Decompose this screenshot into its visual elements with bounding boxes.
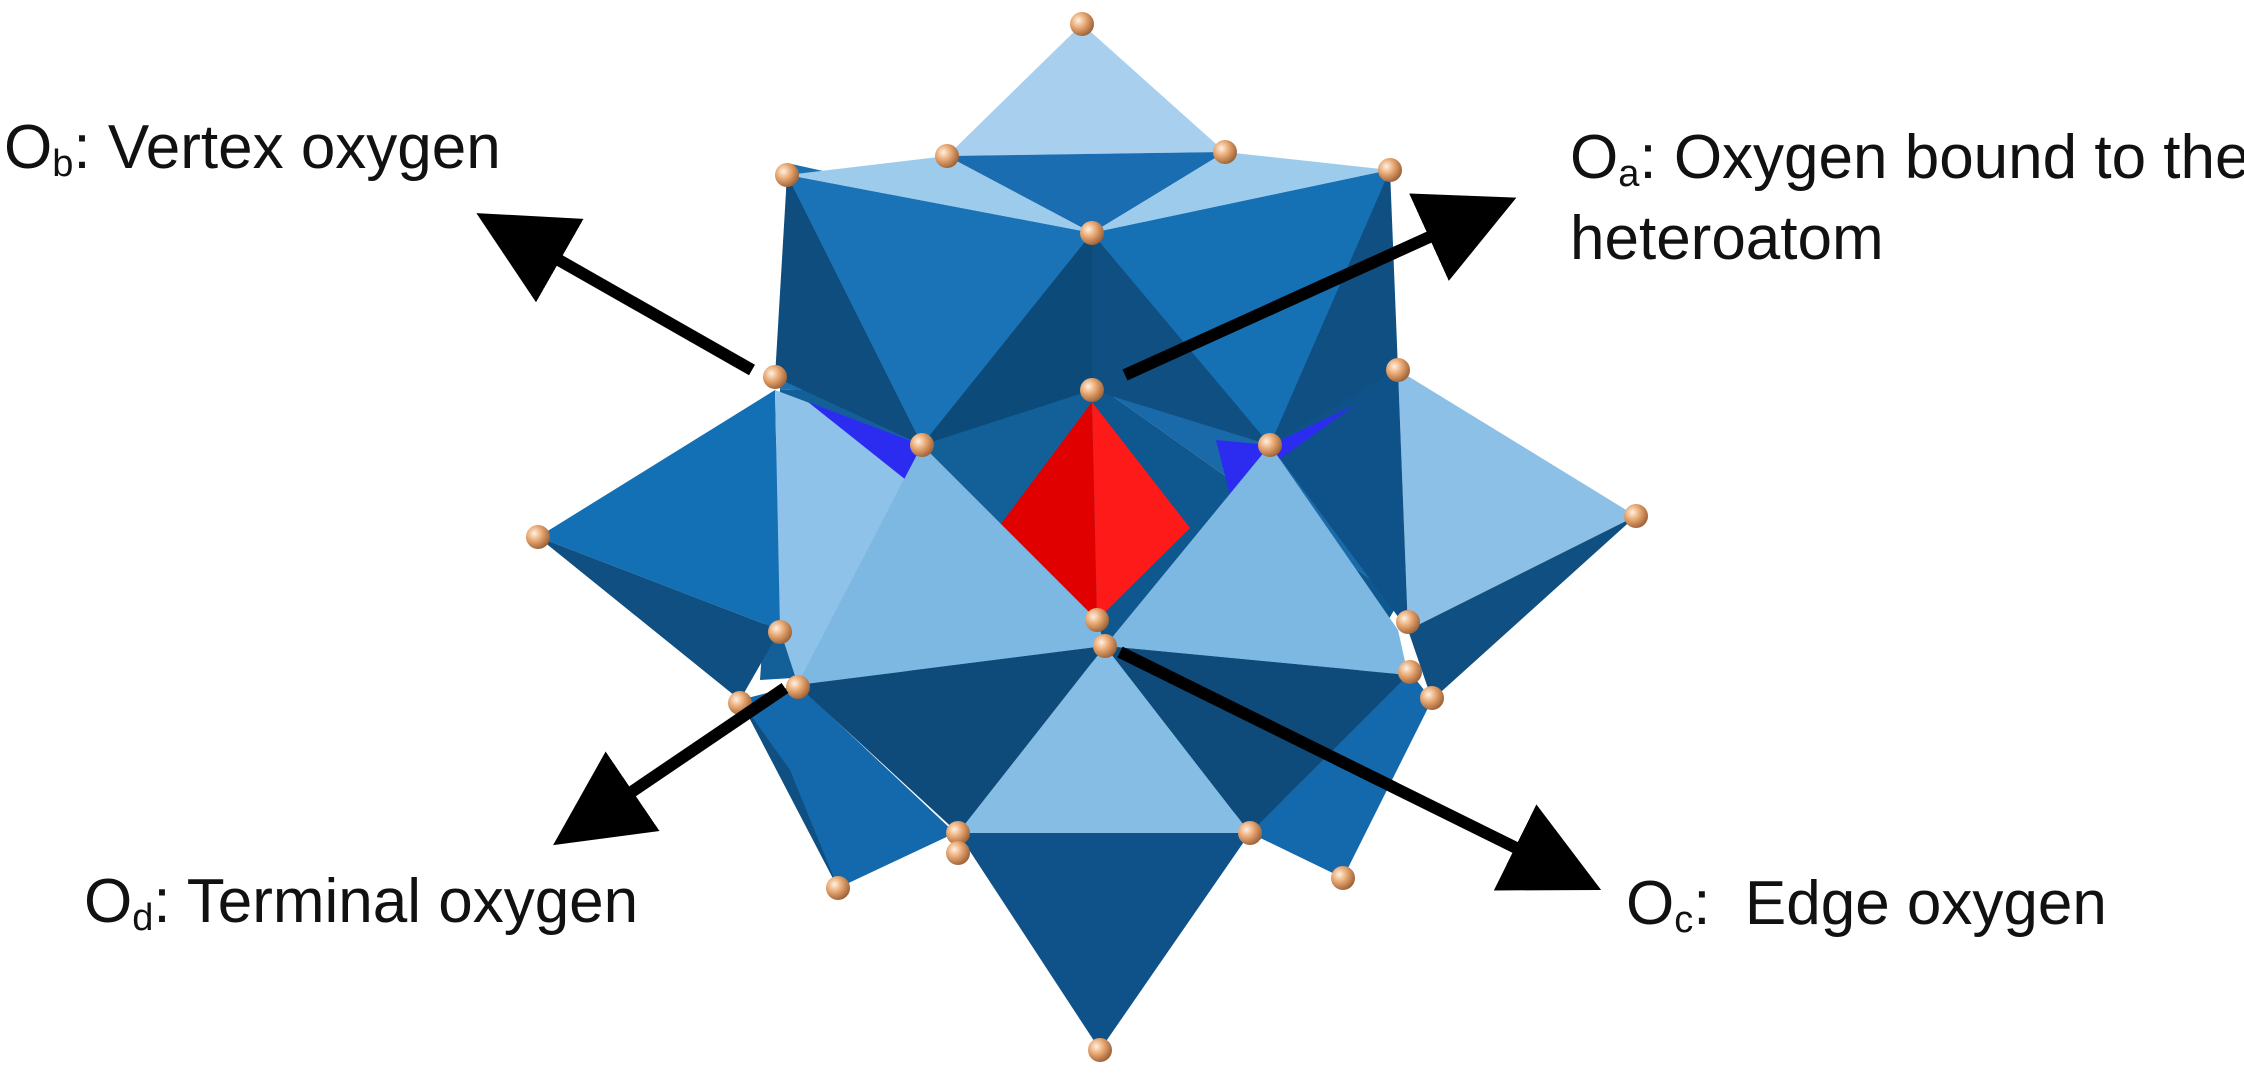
oxygen-atom [1088,1038,1112,1062]
oxygen-atom [1213,140,1237,164]
oxygen-atom [1624,504,1648,528]
oxygen-atom [1386,358,1410,382]
octahedron-face [787,156,1092,233]
octahedron-face [740,700,838,888]
heteroatom-tetrahedron-right [1092,402,1190,620]
heteroatom-tetrahedron-left [995,402,1097,620]
label-oc-symbol: O [1626,869,1675,938]
oxygen-atom [1398,660,1422,684]
oxygen-atom [910,433,934,457]
arrow-od [553,683,789,846]
pointer-arrows [476,193,1602,891]
label-vertex-oxygen: Ob: Vertex oxygen [4,108,501,189]
octahedron-face [947,152,1225,233]
label-heteroatom-oxygen: Oa: Oxygen bound to the heteroatom [1570,118,2244,279]
label-terminal-oxygen: Od: Terminal oxygen [84,862,638,943]
oxygen-atom [786,675,810,699]
oxygen-atom [1080,378,1104,402]
octahedron-face [958,646,1250,833]
oxygen-atom [1331,866,1355,890]
label-ob-text: : Vertex oxygen [73,113,501,182]
octahedron-face [1092,152,1390,233]
octahedron-face [1270,170,1398,445]
octahedron-face [1105,445,1408,675]
oxygen-atom [826,876,850,900]
arrow-oc [1117,646,1602,891]
octahedron-face [797,646,1105,833]
label-oa-text: : Oxygen bound to the [1639,123,2244,192]
label-oc-subscript: c [1674,899,1694,941]
octahedron-face [787,175,1092,445]
oxygen-atom [1085,608,1109,632]
tetrahedron-face [808,402,922,480]
oxygen-atom [775,163,799,187]
oxygen-atom [1080,221,1104,245]
label-od-text: : Terminal oxygen [153,867,639,936]
label-ob-symbol: O [4,113,53,182]
oxygen-atom [763,365,787,389]
arrow-oa [1122,193,1517,381]
octahedron-face [1250,672,1432,878]
label-oa-subscript: a [1618,153,1640,195]
octahedron-face [1092,170,1390,445]
label-od-subscript: d [132,897,154,939]
octahedron-face [538,537,780,700]
label-oc-text: : Edge oxygen [1693,869,2107,938]
label-edge-oxygen: Oc: Edge oxygen [1626,864,2107,945]
octahedron-face [958,833,1250,1050]
octahedron-face [538,390,780,630]
oxygen-atom [1420,686,1444,710]
label-ob-subscript: b [52,143,74,185]
octahedron-face [1408,516,1636,700]
oxygen-atom [1238,821,1262,845]
label-od-symbol: O [84,867,133,936]
oxygen-atom [946,841,970,865]
arrow-ob [476,213,755,376]
oxygen-atom [1396,610,1420,634]
oxygen-atom [946,821,970,845]
octahedron-face [740,685,955,888]
label-oa-text-line2: heteroatom [1570,203,1884,273]
oxygen-atom [1093,634,1117,658]
oxygen-atom [935,144,959,168]
octahedron-face [797,445,1105,685]
keggin-cluster [538,24,1636,1050]
octahedron-face [1105,646,1408,833]
octahedron-face [1092,233,1270,445]
oxygen-atom [526,525,550,549]
oxygen-atom [1258,433,1282,457]
label-oa-symbol: O [1570,123,1619,192]
octahedron-face [1398,370,1636,630]
octahedron-face [775,390,922,685]
octahedron-face [947,24,1225,156]
oxygen-atom [768,620,792,644]
octahedron-face [922,233,1092,445]
octahedron-face [775,175,922,445]
oxygen-atom [1070,12,1094,36]
oxygen-atom [1378,158,1402,182]
